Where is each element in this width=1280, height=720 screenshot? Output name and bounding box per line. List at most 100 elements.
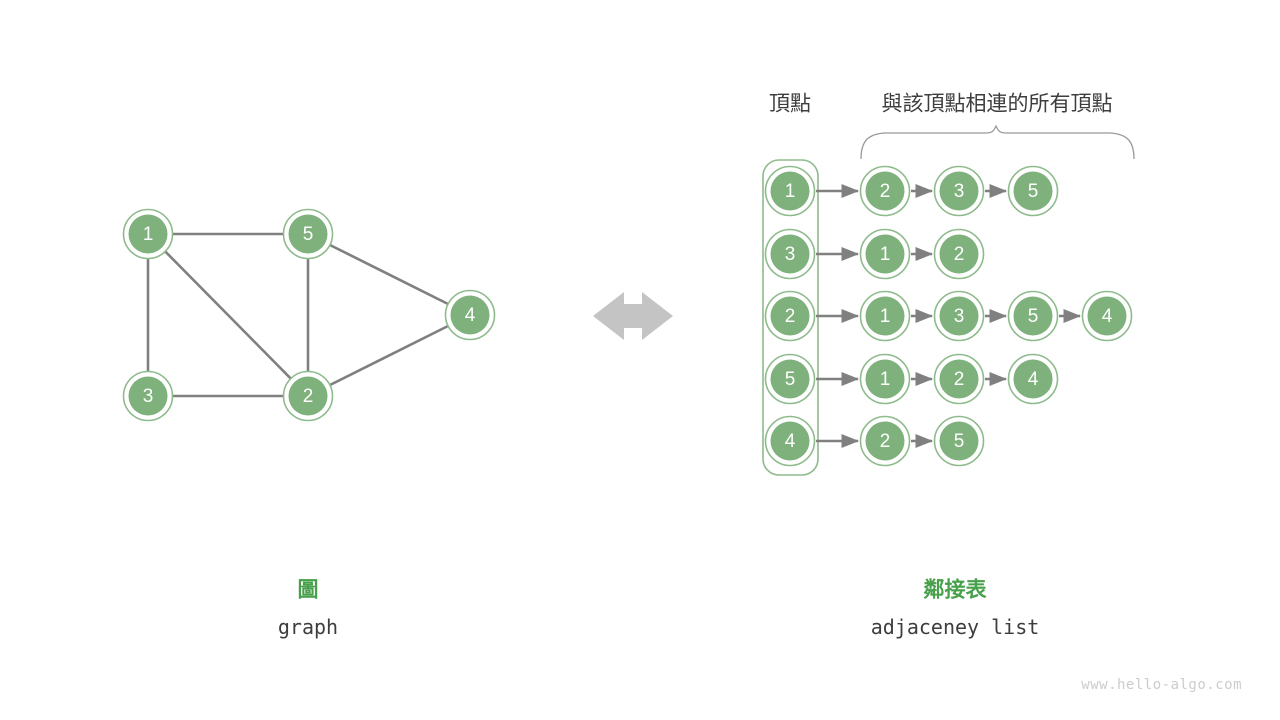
node-outer-ring <box>764 415 816 467</box>
node-body <box>939 421 979 461</box>
node-inner-gap <box>446 291 494 339</box>
node-body <box>1013 359 1053 399</box>
node-inner-gap <box>935 292 983 340</box>
node-inner-gap <box>284 210 332 258</box>
node-inner-gap <box>935 417 983 465</box>
adjacency-neighbor-node: 2 <box>859 415 911 467</box>
node-inner-gap <box>935 230 983 278</box>
node-outer-ring <box>859 415 911 467</box>
graph-node-3: 3 <box>122 370 174 422</box>
node-inner-gap <box>766 292 814 340</box>
node-body <box>770 171 810 211</box>
node-inner-gap <box>124 372 172 420</box>
adjacency-neighbor-node: 5 <box>1007 290 1059 342</box>
adjacency-caption-cn: 鄰接表 <box>924 578 988 602</box>
node-outer-ring <box>282 370 334 422</box>
node-body <box>288 214 328 254</box>
node-body <box>865 296 905 336</box>
node-outer-ring <box>282 208 334 260</box>
node-inner-gap <box>861 417 909 465</box>
node-body <box>770 296 810 336</box>
graph-node-1: 1 <box>122 208 174 260</box>
adjacency-neighbor-node: 1 <box>859 290 911 342</box>
node-body <box>865 359 905 399</box>
node-inner-gap <box>284 372 332 420</box>
node-body <box>865 171 905 211</box>
node-outer-ring <box>122 370 174 422</box>
node-outer-ring <box>933 228 985 280</box>
node-body <box>865 234 905 274</box>
adjacency-neighbor-node: 5 <box>1007 165 1059 217</box>
node-inner-gap <box>935 355 983 403</box>
adjacency-vertex-node-3: 3 <box>764 228 816 280</box>
node-inner-gap <box>861 230 909 278</box>
adjacency-caption-en: adjaceney list <box>871 615 1040 639</box>
adjacency-neighbor-node: 1 <box>859 228 911 280</box>
node-outer-ring <box>933 353 985 405</box>
double-headed-arrow-icon <box>593 292 673 340</box>
node-body <box>939 171 979 211</box>
graph-caption-cn: 圖 <box>298 579 319 602</box>
node-body <box>128 214 168 254</box>
node-outer-ring <box>764 165 816 217</box>
adjacency-neighbor-node: 3 <box>933 165 985 217</box>
node-outer-ring <box>122 208 174 260</box>
adjacency-vertex-node-2: 2 <box>764 290 816 342</box>
node-inner-gap <box>766 167 814 215</box>
node-body <box>865 421 905 461</box>
graph-node-5: 5 <box>282 208 334 260</box>
graph-edge <box>163 250 293 380</box>
adjacency-neighbor-node: 4 <box>1007 353 1059 405</box>
node-body <box>1013 171 1053 211</box>
adjacency-neighbor-node: 3 <box>933 290 985 342</box>
node-body <box>939 359 979 399</box>
node-outer-ring <box>859 290 911 342</box>
node-outer-ring <box>764 290 816 342</box>
node-inner-gap <box>766 230 814 278</box>
node-inner-gap <box>766 417 814 465</box>
node-inner-gap <box>1009 167 1057 215</box>
node-outer-ring <box>1007 290 1059 342</box>
node-body <box>288 376 328 416</box>
adjacency-vertex-node-4: 4 <box>764 415 816 467</box>
adjacency-neighbor-node: 1 <box>859 353 911 405</box>
node-outer-ring <box>859 353 911 405</box>
node-body <box>1013 296 1053 336</box>
node-inner-gap <box>1009 292 1057 340</box>
node-inner-gap <box>1083 292 1131 340</box>
node-body <box>770 234 810 274</box>
watermark: www.hello-algo.com <box>1081 677 1242 693</box>
adjacency-neighbor-node: 2 <box>933 353 985 405</box>
node-body <box>939 296 979 336</box>
vertex-column-header: 頂點 <box>769 93 811 116</box>
graph-edge <box>328 324 450 387</box>
node-body <box>450 295 490 335</box>
vertex-column-border <box>762 159 819 476</box>
node-outer-ring <box>764 228 816 280</box>
node-body <box>128 376 168 416</box>
node-outer-ring <box>933 165 985 217</box>
adjacency-vertex-node-5: 5 <box>764 353 816 405</box>
node-inner-gap <box>861 355 909 403</box>
node-outer-ring <box>859 228 911 280</box>
node-outer-ring <box>859 165 911 217</box>
node-inner-gap <box>861 292 909 340</box>
adjacency-neighbor-node: 5 <box>933 415 985 467</box>
node-body <box>1087 296 1127 336</box>
node-outer-ring <box>1081 290 1133 342</box>
node-outer-ring <box>933 415 985 467</box>
node-outer-ring <box>1007 353 1059 405</box>
node-body <box>939 234 979 274</box>
node-inner-gap <box>1009 355 1057 403</box>
adjacency-neighbor-node: 2 <box>933 228 985 280</box>
node-inner-gap <box>124 210 172 258</box>
node-outer-ring <box>933 290 985 342</box>
node-inner-gap <box>935 167 983 215</box>
graph-node-4: 4 <box>444 289 496 341</box>
node-outer-ring <box>1007 165 1059 217</box>
adjacency-vertex-node-1: 1 <box>764 165 816 217</box>
